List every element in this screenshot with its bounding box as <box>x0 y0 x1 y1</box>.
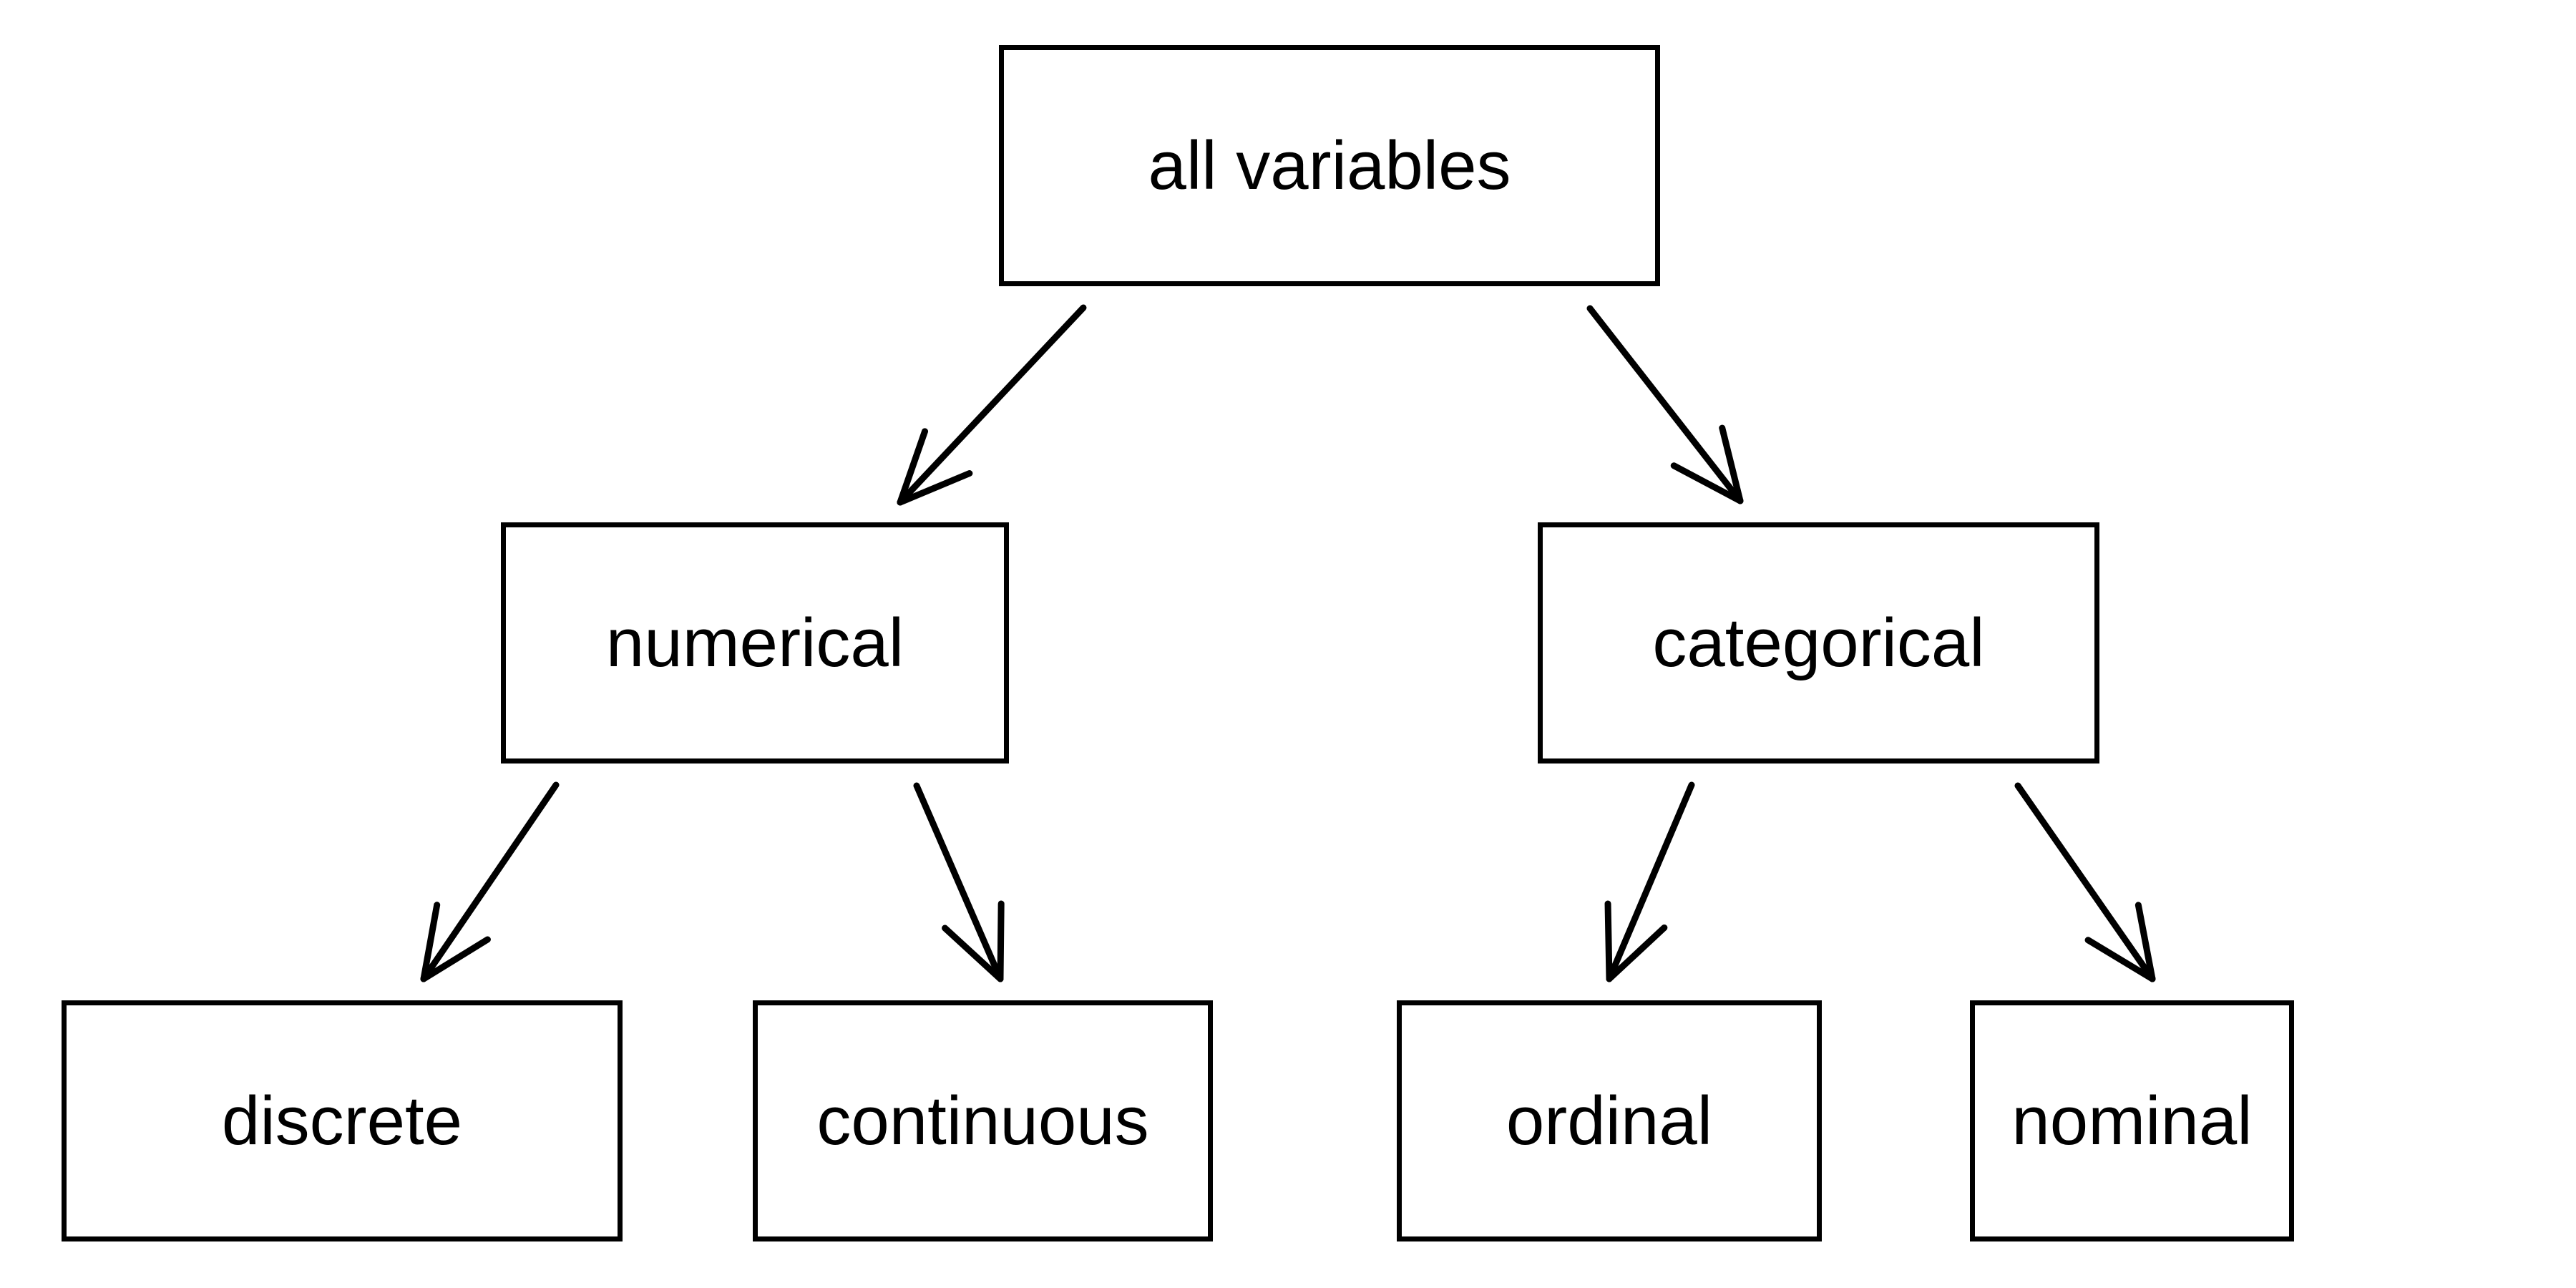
arrowhead-numerical-to-discrete <box>420 936 491 982</box>
node-label-discrete: discrete <box>221 1082 463 1159</box>
node-label-continuous: continuous <box>816 1082 1149 1159</box>
edge-categorical-to-ordinal <box>1606 781 1695 982</box>
arrowhead-categorical-to-nominal <box>2084 937 2156 982</box>
arrowhead-numerical-to-continuous <box>997 900 1005 982</box>
node-nominal[interactable]: nominal <box>1970 1000 2294 1241</box>
edge-numerical-to-discrete <box>420 781 560 982</box>
node-label-numerical: numerical <box>605 604 904 681</box>
arrowhead-all-variables-to-categorical <box>1719 424 1744 504</box>
edge-all-variables-to-categorical <box>1586 305 1744 504</box>
node-categorical[interactable]: categorical <box>1538 522 2099 763</box>
node-label-all-variables: all variables <box>1148 127 1511 204</box>
edge-all-variables-to-numerical <box>897 304 1087 506</box>
arrowhead-all-variables-to-numerical <box>897 428 929 506</box>
arrowhead-categorical-to-ordinal <box>1604 900 1613 982</box>
edge-categorical-to-nominal <box>2014 782 2156 982</box>
node-label-categorical: categorical <box>1652 604 1985 681</box>
arrowhead-all-variables-to-numerical <box>897 470 973 506</box>
node-continuous[interactable]: continuous <box>753 1000 1213 1241</box>
node-discrete[interactable]: discrete <box>62 1000 623 1241</box>
node-all-variables[interactable]: all variables <box>999 45 1660 286</box>
arrowhead-all-variables-to-categorical <box>1670 462 1744 504</box>
node-label-ordinal: ordinal <box>1506 1082 1713 1159</box>
edge-numerical-to-continuous <box>913 782 1004 982</box>
node-ordinal[interactable]: ordinal <box>1397 1000 1822 1241</box>
arrowhead-categorical-to-nominal <box>2135 902 2156 982</box>
arrowhead-numerical-to-continuous <box>942 924 1004 982</box>
node-numerical[interactable]: numerical <box>501 522 1009 763</box>
arrowhead-categorical-to-ordinal <box>1606 924 1668 982</box>
node-label-nominal: nominal <box>2011 1082 2253 1159</box>
arrowhead-numerical-to-discrete <box>420 902 441 982</box>
